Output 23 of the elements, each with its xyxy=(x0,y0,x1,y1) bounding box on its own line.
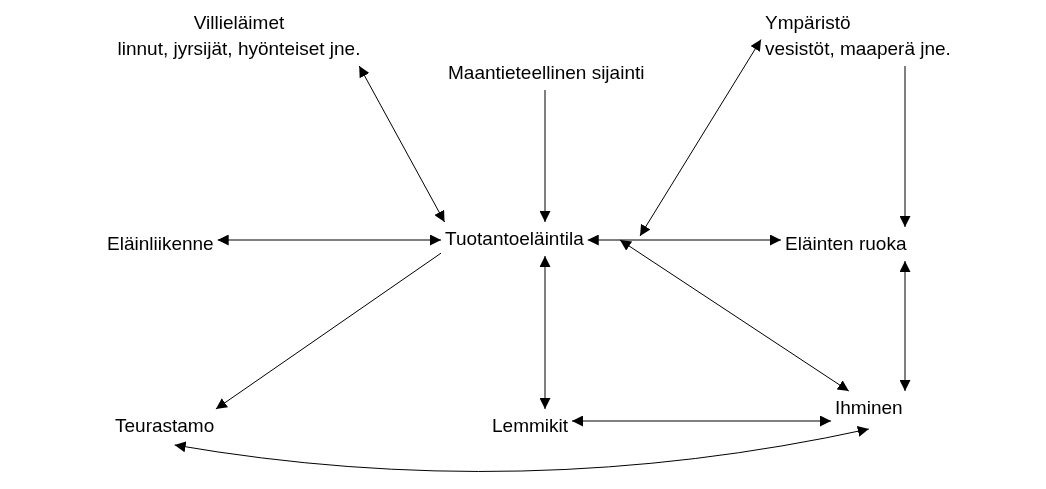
node-title: Teurastamo xyxy=(115,414,215,438)
node-title: Tuotantoeläintila xyxy=(445,227,584,251)
arrow xyxy=(539,89,551,223)
node-subtitle: linnut, jyrsijät, hyönteiset jne. xyxy=(116,37,362,61)
arrow xyxy=(899,260,911,392)
arrow xyxy=(358,65,446,223)
node-title: Ympäristö xyxy=(765,11,852,35)
node-subtitle: vesistöt, maaperä jne. xyxy=(765,37,951,61)
node-title: Villieläimet xyxy=(192,11,286,35)
node-title: Maantieteellinen sijainti xyxy=(448,61,645,85)
node-title: Eläinliikenne xyxy=(107,232,214,256)
arrow xyxy=(217,234,442,246)
arrow xyxy=(639,39,762,237)
node-title: Ihminen xyxy=(835,396,903,420)
arrow xyxy=(587,234,782,246)
arrow xyxy=(571,415,832,427)
node-title: Lemmikit xyxy=(492,414,568,438)
arrow xyxy=(174,425,870,472)
arrow xyxy=(619,239,850,392)
arrow xyxy=(539,255,551,410)
node-title: Eläinten ruoka xyxy=(785,232,907,256)
arrow xyxy=(899,65,911,228)
arrow xyxy=(215,252,442,410)
